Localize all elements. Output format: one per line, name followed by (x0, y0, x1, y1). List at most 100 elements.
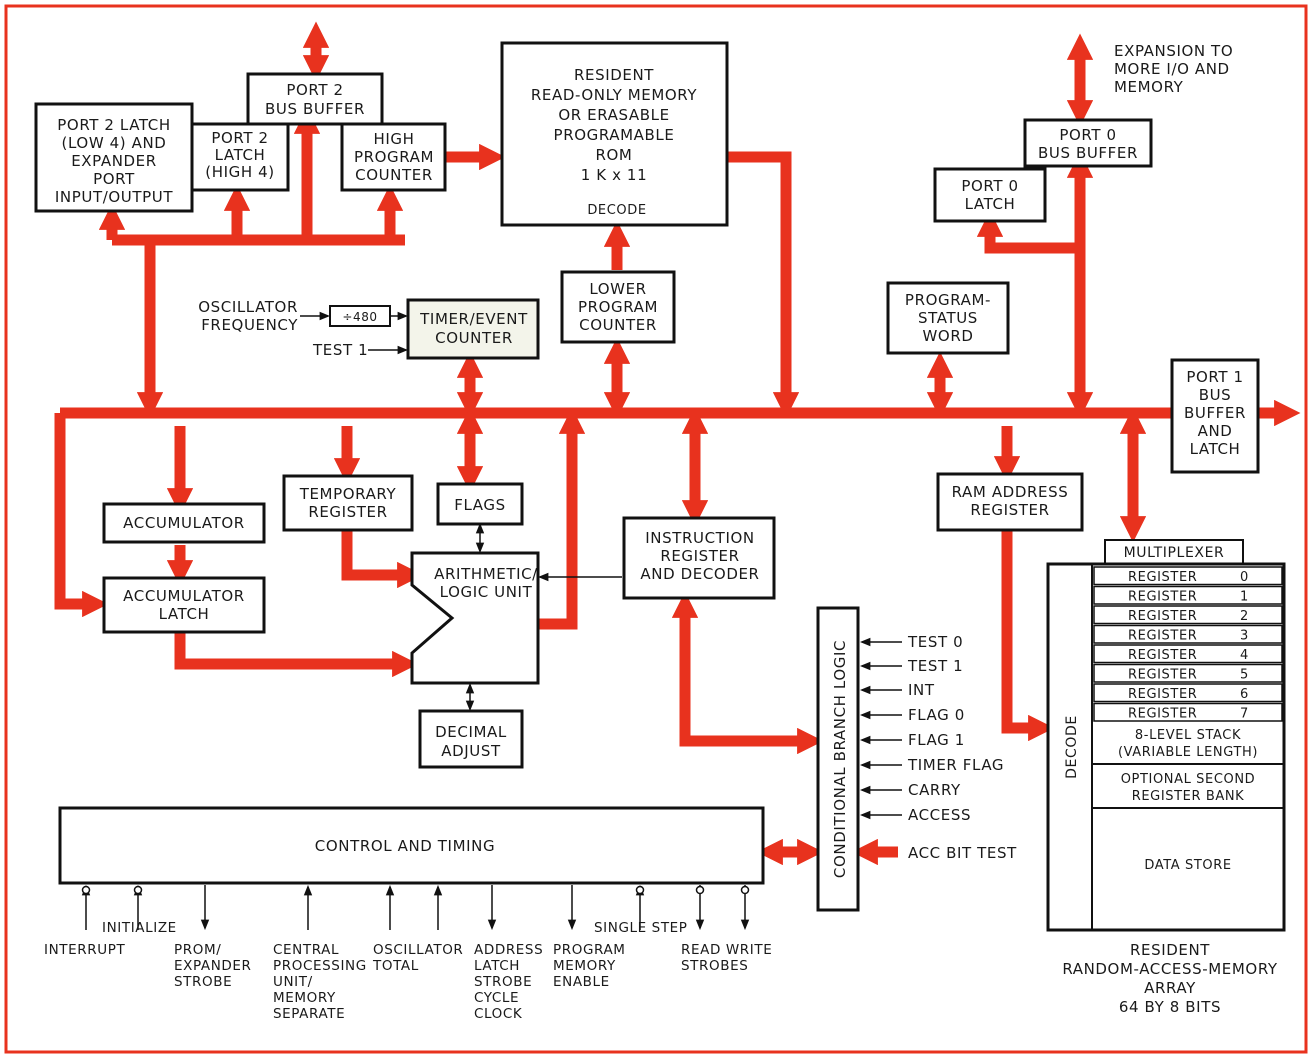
lower-pc-line-0: LOWER (589, 280, 646, 298)
initialize-label: INITIALIZE (102, 920, 177, 936)
oscillator-line-1: FREQUENCY (201, 316, 298, 334)
address-latch-strobe-label: CLOCK (474, 1006, 523, 1022)
psw-line-0: PROGRAM- (905, 291, 991, 309)
ram-addr-line-1: REGISTER (970, 501, 1049, 519)
port1-line-0: PORT 1 (1186, 368, 1243, 386)
ram-decode-label: DECODE (1064, 715, 1080, 779)
branch-input-label: CARRY (908, 781, 961, 799)
branch-input-label: INT (908, 681, 935, 699)
register-row (1093, 585, 1283, 605)
port2-latch-low-line-3: PORT (93, 170, 135, 188)
cpu-memory-separate-label: UNIT/ (273, 974, 313, 990)
register-row (1093, 566, 1283, 586)
port0-latch-line-0: PORT 0 (961, 177, 1018, 195)
interrupt-label: INTERRUPT (44, 942, 125, 958)
divider-line-0: ÷480 (342, 310, 377, 324)
prom-expander-strobe-label: EXPANDER (174, 958, 252, 974)
second-bank-line-1: REGISTER BANK (1132, 789, 1245, 804)
port2-latch-low-line-4: INPUT/OUTPUT (55, 188, 173, 206)
register-row (1093, 702, 1283, 722)
rom-line-4: ROM (596, 146, 633, 164)
ram-caption-line-0: RESIDENT (1130, 941, 1210, 959)
program-memory-enable-label: MEMORY (553, 958, 616, 974)
branch-input-label: ACC BIT TEST (908, 844, 1017, 862)
port2-bus-buffer-line-1: BUS BUFFER (265, 100, 365, 118)
acc-latch-line-1: LATCH (159, 605, 210, 623)
prom-expander-strobe-label: STROBE (174, 974, 232, 990)
register-row (1093, 663, 1283, 683)
acc-latch-line-0: ACCUMULATOR (123, 587, 245, 605)
register-number: 3 (1240, 629, 1249, 644)
port2-latch-low-line-2: EXPANDER (71, 152, 157, 170)
high-pc-line-0: HIGH (373, 130, 414, 148)
register-name: REGISTER (1128, 668, 1197, 683)
cpu-memory-separate-label: SEPARATE (273, 1006, 345, 1022)
port0-latch-line-1: LATCH (965, 195, 1016, 213)
port0-bus-buffer-line-1: BUS BUFFER (1038, 144, 1138, 162)
rom-line-2: OR ERASABLE (558, 106, 669, 124)
register-row (1093, 683, 1283, 703)
rom-decode-line-0: DECODE (587, 203, 646, 218)
accumulator-line-0: ACCUMULATOR (123, 514, 245, 532)
address-latch-strobe-label: LATCH (474, 958, 520, 974)
rom-line-1: READ-ONLY MEMORY (531, 86, 697, 104)
register-number: 1 (1240, 590, 1249, 605)
expansion-line-1: MORE I/O AND (1114, 60, 1230, 78)
conditional-branch-logic-box: CONDITIONAL BRANCH LOGIC (816, 606, 860, 912)
address-latch-strobe-label: ADDRESS (474, 942, 543, 958)
register-name: REGISTER (1128, 629, 1197, 644)
branch-input-label: TEST 0 (907, 633, 963, 651)
port2-latch-low-line-0: PORT 2 LATCH (57, 116, 170, 134)
conditional-branch-label: CONDITIONAL BRANCH LOGIC (831, 640, 849, 878)
stack-line-1: (VARIABLE LENGTH) (1118, 745, 1258, 760)
address-latch-strobe-label: STROBE (474, 974, 532, 990)
register-name: REGISTER (1128, 570, 1197, 585)
oscillator-total-label: TOTAL (372, 958, 419, 974)
address-latch-strobe-label: CYCLE (474, 990, 519, 1006)
internal-data-bus (54, 21, 1301, 866)
lower-pc-line-1: PROGRAM (578, 298, 658, 316)
cpu-memory-separate-label: MEMORY (273, 990, 336, 1006)
ram-caption-line-3: 64 BY 8 BITS (1119, 998, 1221, 1016)
register-name: REGISTER (1128, 648, 1197, 663)
control-timing-box: CONTROL AND TIMING (58, 806, 765, 885)
port2-latch-high-line-1: LATCH (215, 146, 266, 164)
control-timing-label: CONTROL AND TIMING (315, 837, 495, 855)
pin-circle (635, 885, 645, 895)
accumulator-box: ACCUMULATOR (102, 502, 266, 544)
branch-input-label: FLAG 0 (908, 706, 965, 724)
multiplexer-label: MULTIPLEXER (1124, 545, 1225, 561)
pin-circle (740, 885, 750, 895)
program-memory-enable-label: ENABLE (553, 974, 610, 990)
test1-input-label: TEST 1 (312, 341, 368, 359)
high-pc-line-1: PROGRAM (354, 148, 434, 166)
alu-box: ARITHMETIC/LOGIC UNIT (410, 551, 540, 685)
register-name: REGISTER (1128, 609, 1197, 624)
port2-latch-high-line-0: PORT 2 (211, 129, 268, 147)
port1-line-4: LATCH (1190, 440, 1241, 458)
second-bank-line-0: OPTIONAL SECOND (1121, 772, 1256, 787)
stack-line-0: 8-LEVEL STACK (1135, 728, 1241, 743)
branch-input-label: ACCESS (908, 806, 971, 824)
alu-line-0: ARITHMETIC/ (434, 565, 538, 583)
prom-expander-strobe-label: PROM/ (174, 942, 221, 958)
port2-latch-high-line-2: (HIGH 4) (205, 163, 274, 181)
pin-circle (81, 885, 91, 895)
instr-reg-line-1: REGISTER (660, 547, 739, 565)
branch-input-label: FLAG 1 (908, 731, 965, 749)
temp-reg-line-0: TEMPORARY (299, 485, 397, 503)
timer-line-1: COUNTER (435, 329, 513, 347)
register-number: 7 (1240, 707, 1249, 722)
divider-box: ÷480 (329, 305, 391, 327)
register-row (1093, 605, 1283, 625)
